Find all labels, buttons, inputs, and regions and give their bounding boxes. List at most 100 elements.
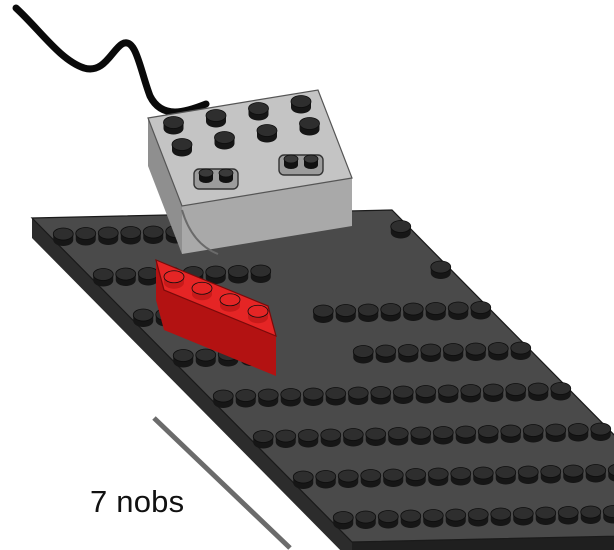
stud-top [236, 390, 256, 402]
baseplate-stud [293, 471, 313, 489]
battery-switch [194, 169, 238, 189]
battery-switch-knob [304, 155, 318, 169]
stud-top [172, 139, 192, 151]
stud-top [199, 169, 213, 177]
baseplate-stud [518, 466, 538, 484]
stud-top [466, 343, 486, 355]
stud-top [506, 384, 526, 396]
stud-top [461, 385, 481, 397]
stud-top [426, 303, 446, 315]
baseplate-stud [456, 426, 476, 444]
stud-top [164, 117, 184, 129]
stud-top [563, 465, 583, 477]
stud-top [393, 386, 413, 398]
baseplate-stud [213, 390, 233, 408]
stud-top [356, 511, 376, 523]
stud-top [491, 508, 511, 520]
baseplate-stud [563, 465, 583, 483]
battery-switch-knob [219, 169, 233, 183]
stud-top [406, 469, 426, 481]
baseplate-stud [426, 303, 446, 321]
baseplate-stud [76, 228, 96, 246]
baseplate-stud [511, 342, 531, 360]
stud-top [411, 427, 431, 439]
stud-top [488, 343, 508, 355]
baseplate-stud [228, 266, 248, 284]
baseplate-stud [371, 387, 391, 405]
baseplate-stud [321, 429, 341, 447]
stud-top [248, 305, 268, 317]
stud-top [53, 228, 73, 240]
baseplate-stud [358, 304, 378, 322]
baseplate-stud [468, 509, 488, 527]
baseplate-stud [143, 226, 163, 244]
baseplate-stud [251, 265, 271, 283]
stud-top [206, 266, 226, 278]
stud-top [371, 387, 391, 399]
baseplate-stud [276, 430, 296, 448]
stud-top [358, 304, 378, 316]
stud-top [303, 388, 323, 400]
battery-box-stud [257, 125, 277, 143]
stud-top [448, 302, 468, 314]
stud-top [391, 221, 411, 233]
stud-top [353, 346, 373, 358]
baseplate-stud [253, 431, 273, 449]
stud-top [551, 383, 571, 395]
baseplate-stud [343, 429, 363, 447]
stud-top [403, 303, 423, 315]
stud-top [253, 431, 273, 443]
stud-top [443, 344, 463, 356]
baseplate-stud [416, 386, 436, 404]
baseplate-stud [258, 389, 278, 407]
stud-top [133, 309, 153, 321]
battery-box-stud [215, 132, 235, 150]
baseplate-stud [348, 387, 368, 405]
stud-top [378, 511, 398, 523]
baseplate-stud [421, 344, 441, 362]
baseplate-stud [466, 343, 486, 361]
battery-box-stud [291, 96, 311, 114]
baseplate-stud [471, 302, 491, 320]
stud-top [536, 507, 556, 519]
red-brick-stud [192, 282, 212, 300]
baseplate-stud [93, 269, 113, 287]
stud-top [383, 469, 403, 481]
stud-top [143, 226, 163, 238]
baseplate-stud [353, 346, 373, 364]
stud-top [206, 110, 226, 122]
stud-top [496, 467, 516, 479]
stud-top [215, 132, 235, 144]
baseplate-stud [381, 304, 401, 322]
baseplate-stud [356, 511, 376, 529]
battery-box-stud [206, 110, 226, 128]
baseplate-stud [116, 268, 136, 286]
stud-top [438, 385, 458, 397]
stud-top [423, 510, 443, 522]
stud-top [116, 268, 136, 280]
baseplate-stud [401, 510, 421, 528]
stud-top [291, 96, 311, 108]
baseplate-stud [133, 309, 153, 327]
baseplate-stud [361, 470, 381, 488]
stud-top [546, 424, 566, 436]
baseplate-stud [53, 228, 73, 246]
stud-top [376, 345, 396, 357]
stud-top [451, 468, 471, 480]
stud-top [196, 349, 216, 361]
stud-top [473, 467, 493, 479]
stud-top [416, 386, 436, 398]
power-cable [16, 8, 206, 112]
stud-top [93, 269, 113, 281]
baseplate-stud [398, 345, 418, 363]
baseplate-stud [406, 469, 426, 487]
stud-top [523, 425, 543, 437]
baseplate-stud [366, 428, 386, 446]
battery-box-stud [172, 139, 192, 157]
stud-top [431, 261, 451, 273]
stud-top [304, 155, 318, 163]
baseplate-stud [506, 384, 526, 402]
stud-top [511, 342, 531, 354]
baseplate-stud [376, 345, 396, 363]
baseplate-stud [196, 349, 216, 367]
